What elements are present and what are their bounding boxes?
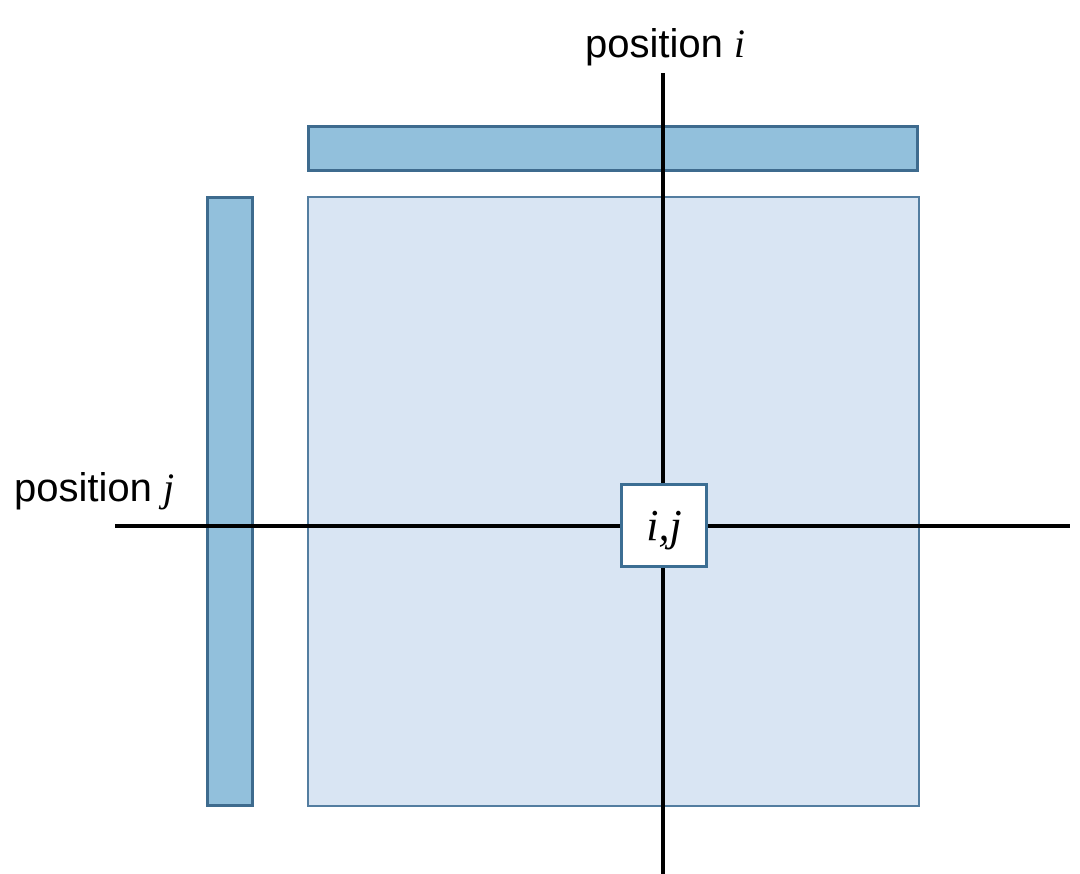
- vertical-axis-line: [661, 73, 665, 874]
- left-axis-label: position j: [14, 465, 175, 510]
- cell-separator: ,: [658, 501, 670, 550]
- left-axis-var-j: j: [162, 465, 175, 510]
- top-axis-label: position i: [584, 21, 746, 66]
- row-vector-bar: [307, 125, 919, 172]
- cell-var-j: j: [669, 501, 682, 550]
- horizontal-axis-line: [115, 524, 1070, 528]
- left-axis-label-text: position: [14, 466, 163, 510]
- top-axis-var-i: i: [733, 21, 746, 66]
- matrix-area: [307, 196, 920, 807]
- top-axis-label-text: position: [584, 22, 734, 66]
- column-vector-bar: [206, 196, 254, 807]
- cell-ij-box: i, j: [620, 483, 708, 568]
- cell-var-i: i: [646, 501, 659, 550]
